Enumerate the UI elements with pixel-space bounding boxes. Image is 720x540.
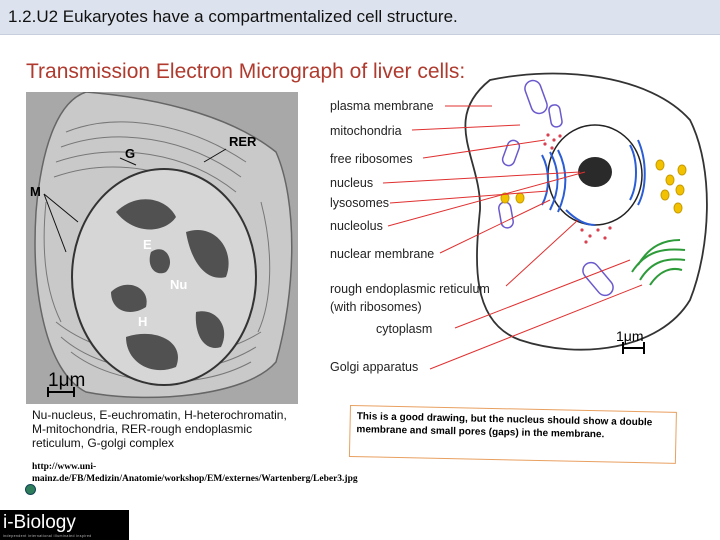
plasma-membrane-shape [464, 72, 708, 351]
label-golgi: Golgi apparatus [330, 360, 419, 374]
label-nucleolus: nucleolus [330, 219, 383, 233]
section-title: Transmission Electron Micrograph of live… [26, 60, 466, 83]
micrograph-label-nu: Nu [170, 277, 188, 292]
label-nucleus: nucleus [330, 176, 374, 190]
page-title: 1.2.U2 Eukaryotes have a compartmentaliz… [8, 7, 458, 26]
title-bar: 1.2.U2 Eukaryotes have a compartmentaliz… [0, 0, 720, 35]
micrograph-scale-label: 1μm [48, 370, 86, 391]
label-cytoplasm: cytoplasm [376, 322, 433, 336]
label-mitochondria: mitochondria [330, 124, 402, 138]
micrograph-label-rer: RER [229, 134, 257, 149]
feedback-note: This is a good drawing, but the nucleus … [348, 405, 677, 464]
label-lysosomes: lysosomes [330, 196, 390, 210]
i-biology-logo: i-Biology independent international illu… [0, 510, 129, 540]
logo-tagline: independent international illuminated in… [3, 534, 92, 538]
label-free-ribosomes: free ribosomes [330, 152, 413, 166]
label-rough-er-note: (with ribosomes) [330, 300, 422, 314]
label-plasma-membrane: plasma membrane [330, 99, 434, 113]
micrograph-label-h: H [138, 314, 148, 329]
logo-name: i-Biology [3, 512, 76, 533]
label-nuclear-membrane: nuclear membrane [330, 247, 435, 261]
micrograph-label-g: G [125, 146, 136, 161]
source-url: http://www.uni-mainz.de/FB/Medizin/Anato… [32, 462, 358, 484]
micrograph-caption: Nu-nucleus, E-euchromatin, H-heterochrom… [32, 408, 287, 450]
micrograph-image [26, 92, 298, 404]
label-rough-er: rough endoplasmic reticulum [330, 282, 490, 296]
cell-diagram [382, 72, 708, 370]
micrograph-label-m: M [30, 184, 41, 199]
micrograph-label-e: E [143, 237, 152, 252]
globe-icon [25, 484, 36, 495]
nucleolus-shape [578, 157, 612, 187]
diagram-scale-label: 1μm [616, 328, 644, 344]
